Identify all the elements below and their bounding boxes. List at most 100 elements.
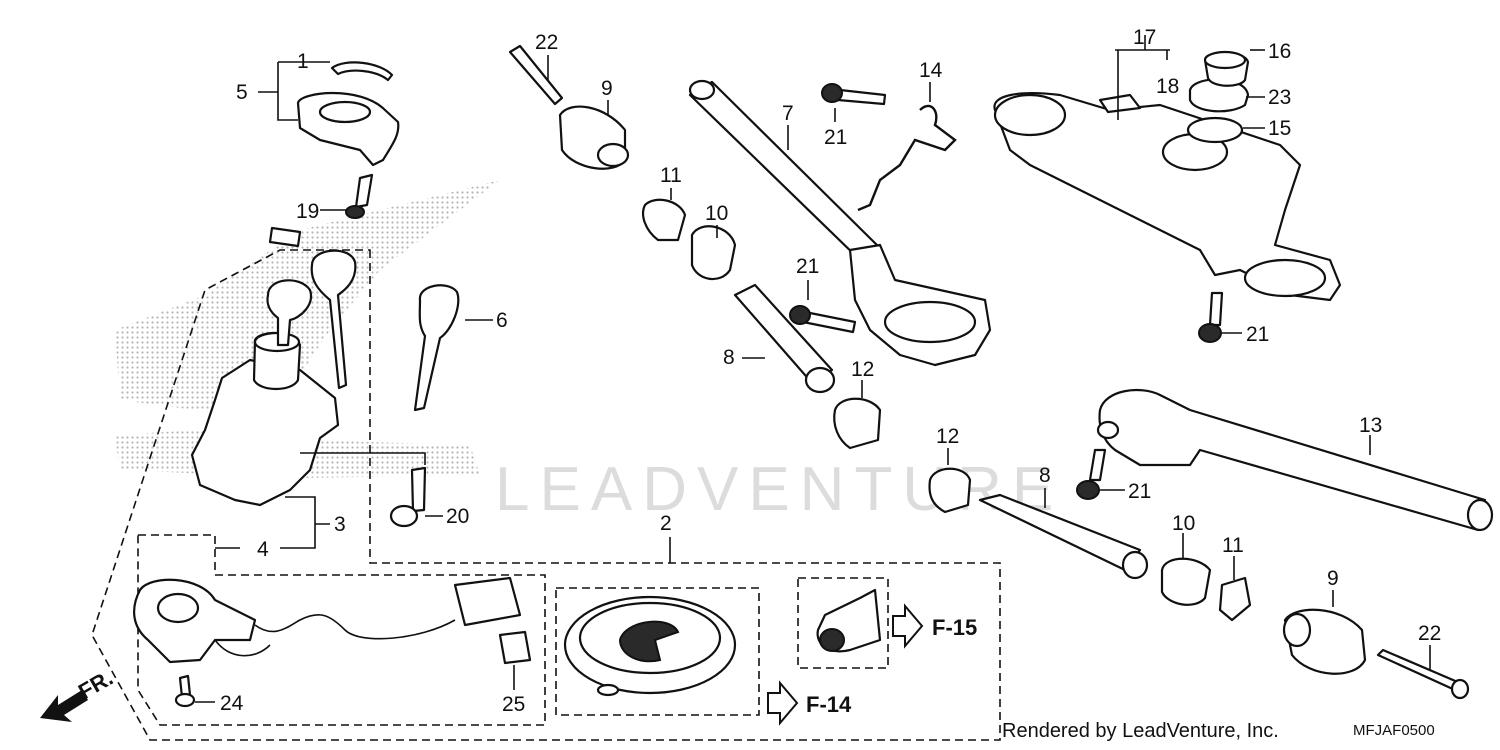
- lock-cylinder-face: [819, 628, 845, 652]
- clip-part-11-top: [641, 198, 687, 242]
- nut-part-23: [1188, 78, 1250, 113]
- callout-20: 20: [446, 505, 469, 528]
- callout-19: 19: [296, 200, 319, 223]
- bar-end-weight-9-lower-face: [1282, 612, 1312, 648]
- callout-6: 6: [496, 309, 508, 332]
- bolt-part-21-right-head: [1198, 323, 1222, 343]
- callout-17: 17: [1133, 26, 1156, 49]
- bolt-part-22-lower-head: [1450, 678, 1470, 700]
- ref-arrow-f15-icon: [892, 603, 924, 649]
- bolt-part-21-lower-head: [1076, 480, 1100, 500]
- callout-10a: 10: [705, 202, 728, 225]
- connector: [453, 576, 522, 627]
- wire-harness: [254, 614, 456, 640]
- wire-harness-2: [214, 639, 271, 657]
- callout-7: 7: [782, 102, 794, 125]
- label-plate-part-18: [1098, 93, 1142, 114]
- cap-part-25: [498, 630, 532, 665]
- callout-24: 24: [220, 692, 244, 715]
- callout-9a: 9: [601, 77, 613, 100]
- watermark-text: LEADVENTURE: [495, 455, 1063, 524]
- pipe-part-8-lower-end: [1121, 550, 1149, 580]
- credit-text: Rendered by LeadVenture, Inc.: [1002, 720, 1279, 742]
- bolt-part-21-lower: [1088, 448, 1107, 482]
- top-bridge-bore-left: [993, 93, 1067, 137]
- callout-3: 3: [334, 513, 346, 536]
- rubber-part-10-lower: [1160, 557, 1212, 606]
- callout-5: 5: [236, 81, 248, 104]
- callout-12b: 12: [936, 425, 959, 448]
- front-arrow-icon: [40, 690, 88, 722]
- callout-9b: 9: [1327, 567, 1339, 590]
- handlebar-part-13-bore: [1096, 420, 1120, 440]
- bolt-part-21-right: [1208, 291, 1224, 327]
- bar-end-weight-9-top-face: [596, 142, 630, 168]
- sensor-part-4: [133, 578, 257, 664]
- callout-18: 18: [1156, 75, 1179, 98]
- callout-21b: 21: [796, 255, 819, 278]
- callout-8a: 8: [723, 346, 735, 369]
- group-outline: [91, 249, 1001, 741]
- nut-part-12-top: [833, 397, 882, 450]
- leader-5: [258, 61, 330, 121]
- bolt-part-21-mid-head: [789, 305, 811, 325]
- key-tag: [268, 226, 302, 248]
- pipe-part-8-top-end: [804, 366, 836, 394]
- leader-20b: [300, 452, 426, 465]
- callout-2: 2: [660, 512, 672, 535]
- callout-11b: 11: [1222, 534, 1244, 557]
- subgroup-4-outline: [137, 534, 546, 726]
- ref-f14[interactable]: F-14: [806, 692, 852, 717]
- pipe-part-8-lower: [978, 493, 1142, 572]
- callout-4: 4: [257, 538, 269, 561]
- bolt-part-22-lower: [1376, 648, 1462, 692]
- cap-part-16-top: [1203, 50, 1247, 70]
- bolt-part-20: [410, 466, 427, 513]
- bolt-part-22-top: [508, 44, 564, 106]
- nut-part-12-lower: [928, 467, 972, 514]
- rubber-part-10-top: [690, 225, 737, 281]
- handlebar-part-13-end: [1466, 498, 1494, 532]
- diagram-code: MFJAF0500: [1353, 722, 1435, 739]
- callout-23: 23: [1268, 86, 1291, 109]
- callout-15: 15: [1268, 117, 1291, 140]
- fuel-cap-box: [555, 587, 760, 716]
- callout-22a: 22: [535, 31, 558, 54]
- cover-part-5-hole: [318, 100, 372, 124]
- bolt-part-19-head: [345, 205, 365, 219]
- clip-part-11-lower: [1218, 576, 1252, 622]
- clip-part-1: [330, 61, 394, 82]
- callout-21a: 21: [824, 126, 847, 149]
- top-bridge-bore-right: [1243, 258, 1327, 298]
- fuel-cap-hinge: [596, 683, 620, 697]
- spare-key: [310, 249, 357, 390]
- callout-1: 1: [297, 50, 309, 73]
- key-in-switch: [266, 279, 313, 347]
- handlebar-part-7-end: [688, 79, 716, 101]
- bolt-part-20-head: [389, 504, 419, 528]
- callout-21d: 21: [1128, 480, 1151, 503]
- bolt-part-21-top-head: [821, 83, 843, 103]
- callout-21c: 21: [1246, 323, 1269, 346]
- ref-f15[interactable]: F-15: [932, 615, 977, 640]
- bolt-part-19: [354, 173, 374, 209]
- top-bridge: [993, 92, 1342, 302]
- callout-22b: 22: [1418, 622, 1441, 645]
- leader-3: [280, 496, 330, 549]
- callout-12a: 12: [851, 358, 874, 381]
- ref-arrow-f14-icon: [767, 680, 799, 726]
- callout-10b: 10: [1172, 512, 1195, 535]
- lock-cylinder-box: [797, 577, 889, 669]
- bolt-part-21-top: [836, 88, 887, 106]
- bracket-part-14: [857, 104, 957, 212]
- sensor-part-4-face: [156, 592, 200, 624]
- screw-part-24-head: [174, 692, 196, 708]
- key-part-6: [413, 284, 460, 412]
- callout-11a: 11: [660, 164, 682, 187]
- fuel-cap-center: [618, 620, 680, 663]
- handlebar-part-13: [1098, 388, 1487, 532]
- callout-14: 14: [919, 59, 943, 82]
- handlebar-clamp-7-ring: [883, 300, 977, 344]
- washer-part-15: [1186, 116, 1244, 144]
